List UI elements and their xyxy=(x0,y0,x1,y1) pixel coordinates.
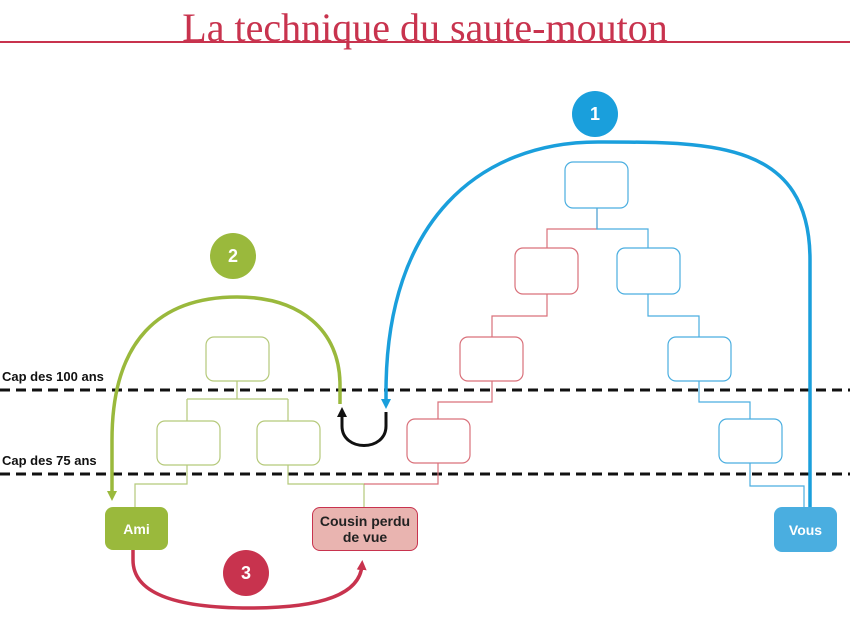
friend-parent-box xyxy=(156,420,221,466)
cap-75-label: Cap des 75 ans xyxy=(2,453,97,468)
you-node: Vous xyxy=(774,507,837,552)
cousin-parent-box xyxy=(256,420,321,466)
jump-connector-arrow xyxy=(337,407,388,447)
blue-branch-connectors xyxy=(596,208,805,507)
red-ancestor-box-1 xyxy=(514,247,579,295)
friend-grandparent-box xyxy=(205,336,270,382)
blue-ancestor-box-2 xyxy=(667,336,732,382)
step-1-arrow xyxy=(381,140,812,507)
step-3-arrow xyxy=(131,550,367,610)
red-ancestor-box-2 xyxy=(459,336,524,382)
lost-cousin-node: Cousin perdu de vue xyxy=(312,507,418,551)
step-3-badge: 3 xyxy=(223,550,269,596)
blue-ancestor-box-3 xyxy=(718,418,783,464)
red-ancestor-box-3 xyxy=(406,418,471,464)
blue-ancestor-box-1 xyxy=(616,247,681,295)
cap-100-label: Cap des 100 ans xyxy=(2,369,104,384)
step-2-arrow xyxy=(107,295,342,501)
title-underline xyxy=(0,41,850,43)
common-ancestor-box xyxy=(564,161,629,209)
step-2-badge: 2 xyxy=(210,233,256,279)
friend-tree-connectors xyxy=(134,381,365,507)
step-1-badge: 1 xyxy=(572,91,618,137)
friend-node: Ami xyxy=(105,507,168,550)
